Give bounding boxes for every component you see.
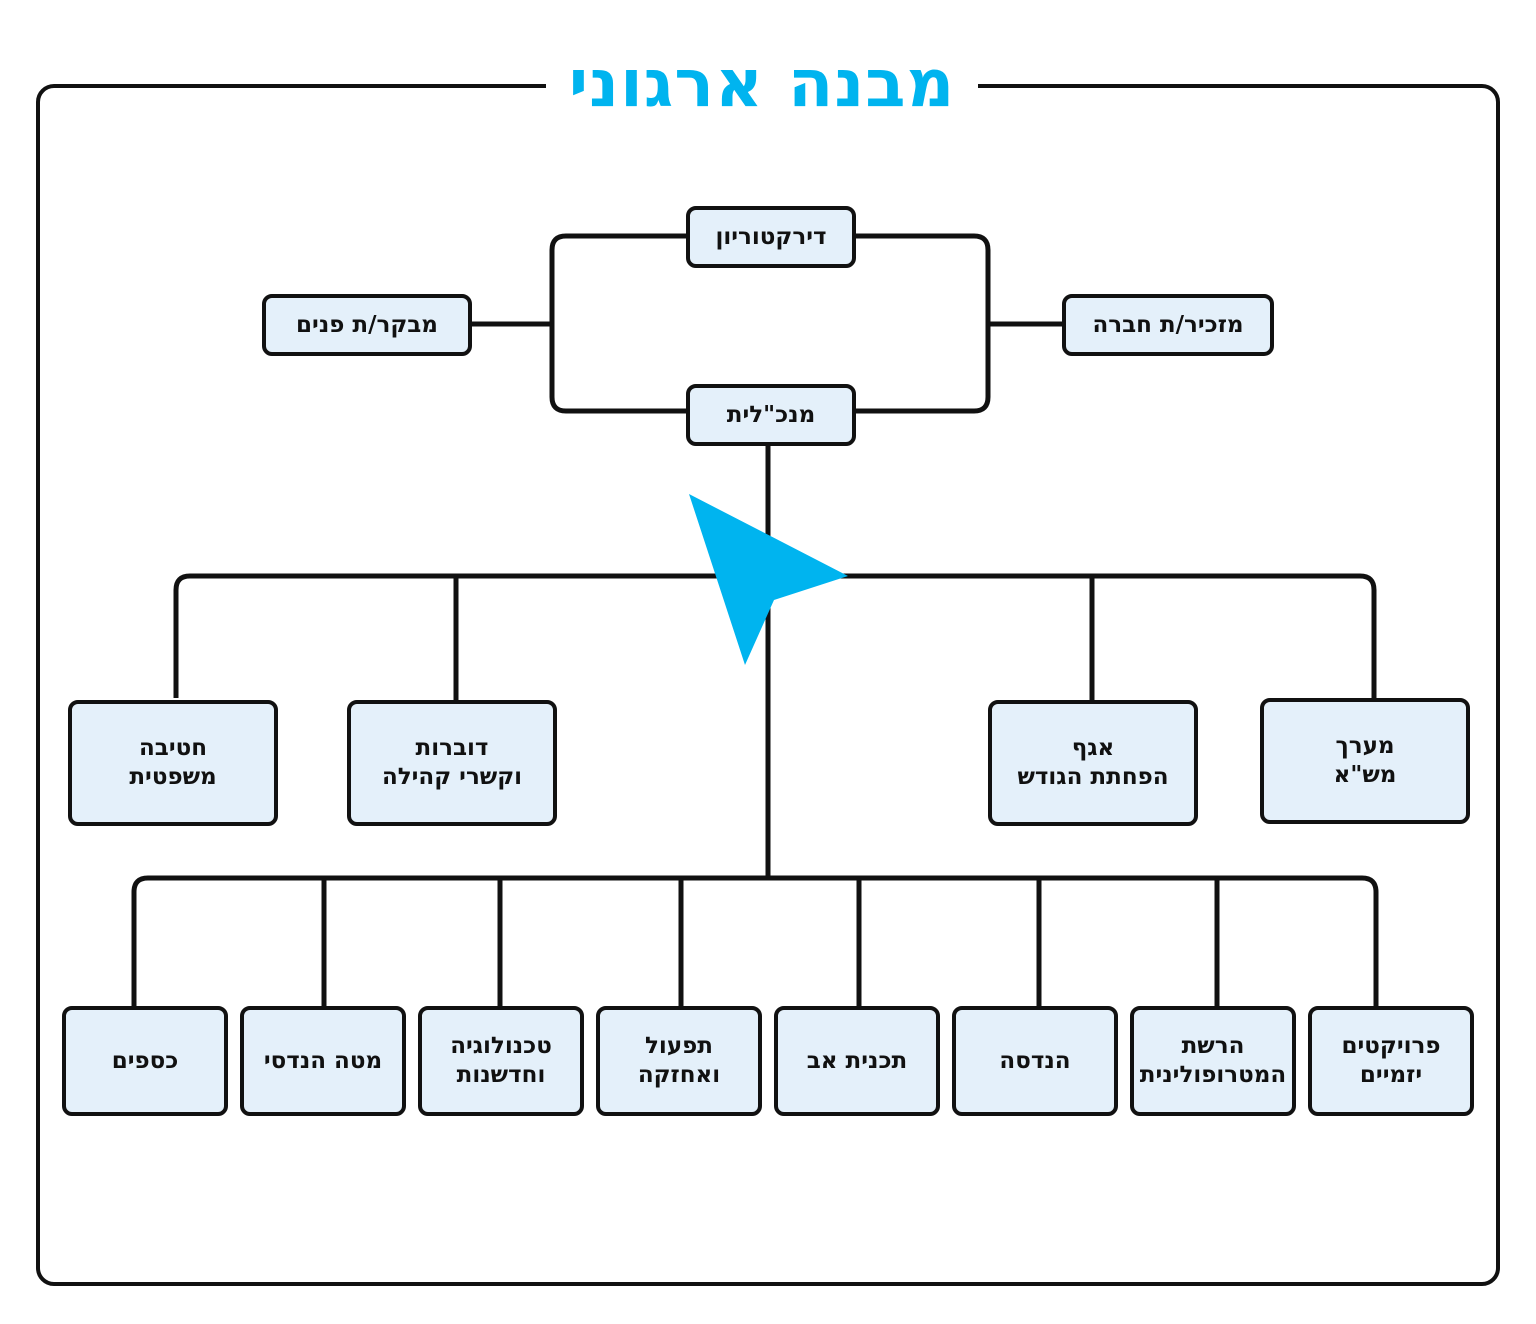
- finance-box: כספים: [62, 1006, 228, 1116]
- flood-label-line-1: אגף: [1071, 735, 1115, 762]
- master-plan-label: תכנית אב: [806, 1047, 908, 1074]
- legal-box: חטיבה משפטית: [68, 700, 278, 826]
- eng-staff-box: מטה הנדסי: [240, 1006, 406, 1116]
- legal-label-line-2: משפטית: [129, 764, 217, 790]
- pr-box: דוברות וקשרי קהילה: [347, 700, 557, 826]
- ceo-label: מנכ"לית: [726, 401, 816, 428]
- board-label: דירקטוריון: [715, 223, 827, 250]
- title-background: [546, 60, 978, 120]
- finance-label: כספים: [111, 1047, 179, 1074]
- pr-label-line-1: דוברות: [415, 735, 489, 762]
- secretary-box: מזכיר/ת חברה: [1062, 294, 1274, 356]
- flood-box: אגף הפחתת הגודש: [988, 700, 1198, 826]
- page-title: מבנה ארגוני: [568, 45, 956, 122]
- auditor-box: מבקר/ת פנים: [262, 294, 472, 356]
- auditor-label: מבקר/ת פנים: [296, 311, 438, 338]
- pr-label-line-2: וקשרי קהילה: [381, 764, 523, 790]
- tech-label-line-2: וחדשנות: [456, 1062, 546, 1088]
- flood-label-line-2: הפחתת הגודש: [1017, 764, 1169, 790]
- master-plan-box: תכנית אב: [774, 1006, 940, 1116]
- eng-staff-label: מטה הנדסי: [263, 1047, 383, 1074]
- tech-box: טכנולוגיה וחדשנות: [418, 1006, 584, 1116]
- ops-label-line-2: ואחזקה: [637, 1062, 721, 1088]
- metro-label-line-2: המטרופולינית: [1139, 1062, 1287, 1088]
- mashaa-label-line-2: מש"א: [1333, 762, 1397, 788]
- ceo-box: מנכ"לית: [686, 384, 856, 446]
- projects-box: פרויקטים יזמיים: [1308, 1006, 1474, 1116]
- mashaa-box: מערך מש"א: [1260, 698, 1470, 824]
- legal-label-line-1: חטיבה: [138, 735, 208, 762]
- metro-label-line-1: הרשת: [1181, 1033, 1245, 1060]
- projects-label-line-1: פרויקטים: [1341, 1033, 1441, 1060]
- tech-label-line-1: טכנולוגיה: [450, 1033, 552, 1060]
- ops-box: תפעול ואחזקה: [596, 1006, 762, 1116]
- secretary-label: מזכיר/ת חברה: [1092, 311, 1244, 338]
- mashaa-label-line-1: מערך: [1335, 733, 1395, 760]
- board-box: דירקטוריון: [686, 206, 856, 268]
- engineering-label: הנדסה: [999, 1047, 1071, 1074]
- ops-label-line-1: תפעול: [645, 1033, 713, 1060]
- engineering-box: הנדסה: [952, 1006, 1118, 1116]
- bottom-bus: [131, 875, 1379, 1006]
- metro-box: הרשת המטרופולינית: [1130, 1006, 1296, 1116]
- projects-label-line-2: יזמיים: [1359, 1062, 1423, 1088]
